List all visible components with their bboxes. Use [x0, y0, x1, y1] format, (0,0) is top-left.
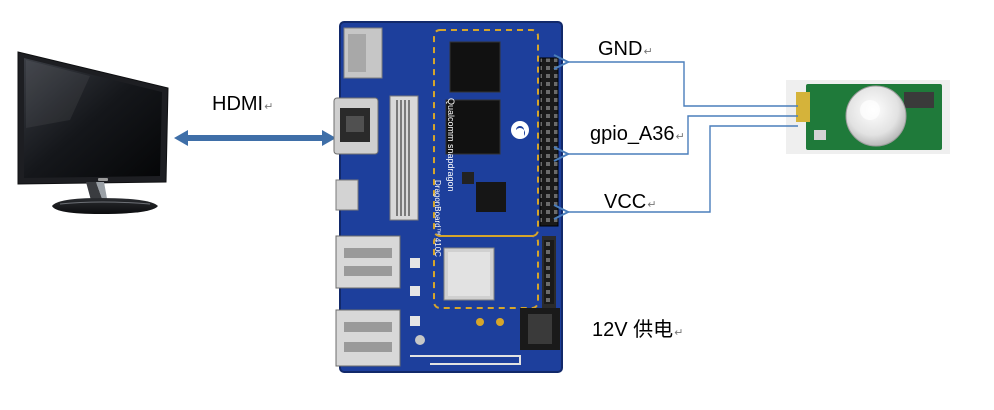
board-model-text: DragonBoard™ 410C	[433, 180, 442, 257]
board-brand-text: Qualcomm snapdragon	[446, 98, 456, 192]
vcc-wire	[568, 125, 798, 212]
wiring	[568, 62, 798, 212]
gnd-wire	[568, 62, 798, 107]
vcc-label: VCC↵	[604, 191, 657, 213]
gpio-label: gpio_A36↵	[590, 123, 685, 145]
hdmi-label: HDMI↵	[212, 93, 274, 115]
pir-motion-sensor-icon	[786, 80, 950, 154]
gpio-wire	[568, 115, 798, 154]
dragonboard-410c	[333, 21, 563, 373]
power-label: 12V 供电↵	[592, 319, 684, 341]
hdmi-cable	[174, 130, 336, 146]
gnd-label: GND↵	[598, 38, 653, 60]
lg-monitor-icon	[17, 51, 169, 214]
